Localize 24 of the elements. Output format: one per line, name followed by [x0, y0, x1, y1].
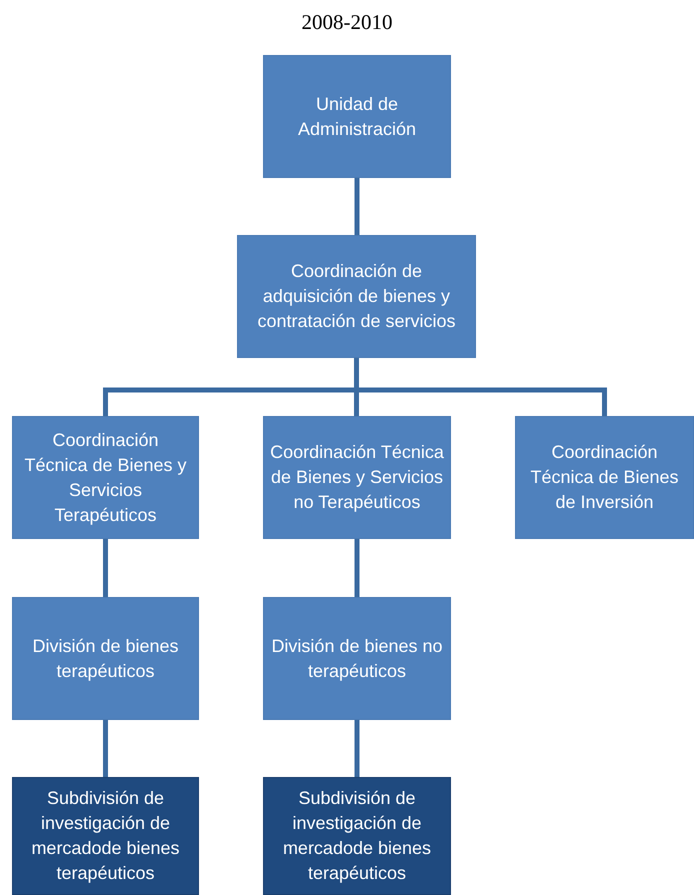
unit-name: Subdivisión de investigación de mercadode bienes terapéuticos [30, 787, 181, 885]
unit-name: Coordinación Técnica de Bienes y Servicios Terapéuticos [23, 428, 188, 527]
org-unit-box [263, 416, 451, 539]
unit-name: Subdivisión de investigación de mercadode bienes terapéuticos [282, 787, 432, 885]
connector-line [354, 539, 360, 597]
org-unit-box [263, 55, 451, 178]
org-unit-box [263, 597, 451, 720]
unit-name: División de bienes terapéuticos [31, 634, 180, 683]
org-unit-box [263, 777, 451, 895]
unit-name: Unidad de Administración [296, 92, 418, 140]
org-unit-box [12, 416, 199, 539]
org-unit-box [237, 235, 476, 358]
unit-name: Coordinación Técnica de Bienes de Inversión [529, 441, 680, 514]
unit-name: División de bienes no terapéuticos [270, 634, 444, 683]
diagram-title: 2008-2010 [300, 10, 394, 35]
org-unit-box [12, 777, 199, 895]
unit-name: Coordinación Técnica de Bienes y Servicios no Terapéuticos [270, 441, 444, 514]
unit-name: Coordinación de adquisición de bienes y contratación de servicios [256, 260, 457, 333]
org-unit-box [515, 416, 694, 539]
connector-line [354, 178, 360, 235]
connector-line [103, 720, 108, 777]
org-unit-box [12, 597, 199, 720]
connector-line [354, 720, 360, 777]
connector-line [103, 539, 108, 597]
